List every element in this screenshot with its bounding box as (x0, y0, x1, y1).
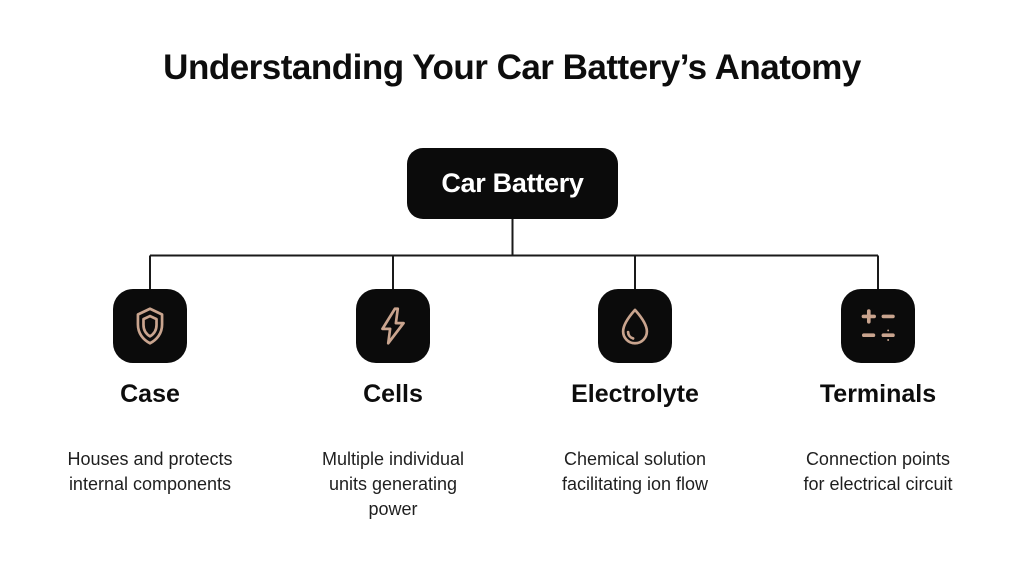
branch-label-cells: Cells (363, 380, 423, 408)
branch-electrolyte: Electrolyte Chemical solution facilitati… (515, 380, 755, 497)
case-icon-tile (113, 289, 187, 363)
branch-label-case: Case (120, 380, 180, 408)
shield-icon (136, 307, 164, 345)
root-node-label: Car Battery (441, 168, 584, 198)
branch-description-electrolyte: Chemical solution facilitating ion flow (561, 449, 709, 494)
branch-description-terminals: Connection points for electrical circuit (803, 449, 953, 494)
branch-case: Case Houses and protects internal compon… (30, 380, 270, 497)
page-title: Understanding Your Car Battery’s Anatomy (163, 48, 861, 87)
branch-terminals: Terminals Connection points for electric… (758, 380, 998, 497)
branch-description-case: Houses and protects internal components (67, 449, 233, 494)
lightning-icon (381, 307, 405, 345)
math-operations-icon (861, 309, 895, 341)
branch-label-electrolyte: Electrolyte (571, 380, 699, 408)
root-node-car-battery: Car Battery (407, 148, 618, 219)
branch-cells: Cells Multiple individual units generati… (273, 380, 513, 522)
terminals-icon-tile (841, 289, 915, 363)
branch-description-cells: Multiple individual units generating pow… (321, 449, 465, 519)
cells-icon-tile (356, 289, 430, 363)
branch-label-terminals: Terminals (819, 380, 937, 408)
electrolyte-icon-tile (598, 289, 672, 363)
droplet-icon (621, 308, 649, 345)
